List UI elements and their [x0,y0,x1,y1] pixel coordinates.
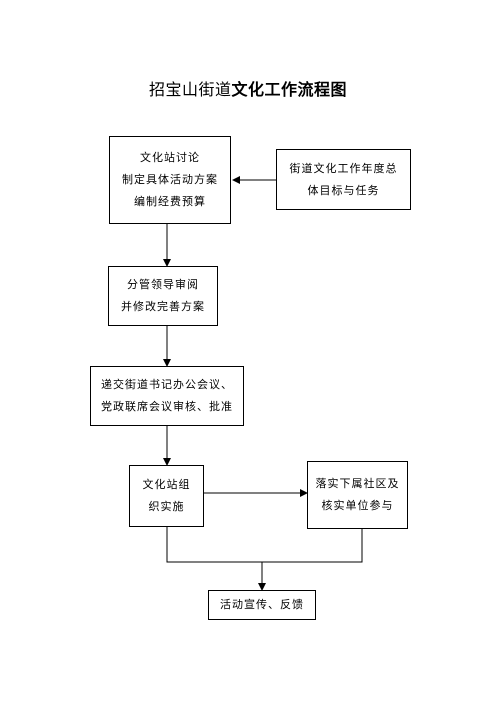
node-feedback-line-1: 活动宣传、反馈 [220,598,304,611]
connector-merge [166,527,363,563]
title-part-2: 文化工作流程图 [231,80,348,99]
node-submit-line-1: 递交街道书记办公会议、 [101,378,233,391]
page-title: 招宝山街道文化工作流程图 [0,76,496,100]
node-discuss-line-3: 编制经费预算 [134,195,206,208]
node-feedback: 活动宣传、反馈 [208,590,316,620]
node-implement-line-2: 织实施 [148,500,185,513]
node-discuss-line-2: 制定具体活动方案 [122,173,218,186]
node-annual-line-1: 街道文化工作年度总 [289,161,398,175]
node-discuss: 文化站讨论 制定具体活动方案 编制经费预算 [109,136,231,224]
node-annual-line-2: 体目标与任务 [307,183,380,197]
node-review-line-1: 分管领导审阅 [127,278,199,291]
node-community-line-1: 落实下属社区及 [315,477,400,490]
node-implement-line-1: 文化站组 [142,478,191,491]
node-review: 分管领导审阅 并修改完善方案 [108,266,218,326]
node-community: 落实下属社区及 核实单位参与 [307,461,408,529]
node-submit-line-2: 党政联席会议审核、批准 [101,400,233,413]
node-annual-goals: 街道文化工作年度总 体目标与任务 [276,149,411,210]
title-part-1: 招宝山街道 [148,80,232,99]
node-review-line-2: 并修改完善方案 [121,300,205,313]
node-discuss-line-1: 文化站讨论 [140,151,200,164]
node-submit: 递交街道书记办公会议、 党政联席会议审核、批准 [90,366,244,426]
node-community-line-2: 核实单位参与 [321,499,394,512]
node-implement: 文化站组 织实施 [129,465,204,527]
